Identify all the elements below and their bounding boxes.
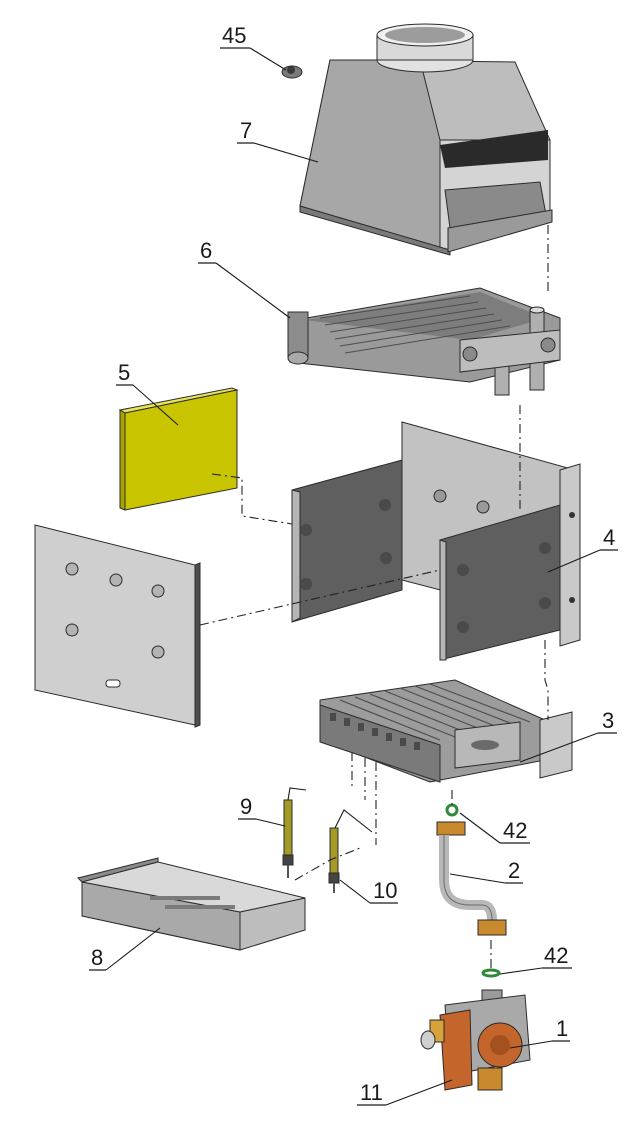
callout-2: 2 bbox=[449, 858, 523, 884]
callout-1: 1 bbox=[509, 1016, 570, 1049]
flue-hood-part-7 bbox=[299, 23, 553, 256]
callout-3: 3 bbox=[519, 708, 617, 763]
burner-part-3 bbox=[319, 679, 573, 783]
svg-text:8: 8 bbox=[91, 945, 103, 970]
callout-42-top: 42 bbox=[459, 812, 530, 844]
ionisation-electrode-part-10 bbox=[328, 809, 373, 893]
heat-exchanger-part-6 bbox=[287, 287, 561, 396]
svg-text:11: 11 bbox=[360, 1080, 383, 1105]
svg-text:2: 2 bbox=[508, 858, 520, 883]
callout-42-bottom: 42 bbox=[499, 943, 572, 975]
callout-45: 45 bbox=[220, 23, 287, 71]
svg-text:1: 1 bbox=[556, 1016, 568, 1041]
thermostat-part-45 bbox=[281, 65, 303, 79]
callout-5: 5 bbox=[116, 360, 179, 426]
gas-pipe-part-2 bbox=[436, 803, 507, 936]
callout-11: 11 bbox=[357, 1079, 453, 1106]
assembly-centerlines bbox=[199, 225, 549, 968]
insulation-panel-part-5 bbox=[118, 387, 239, 511]
svg-text:4: 4 bbox=[603, 525, 615, 550]
svg-text:7: 7 bbox=[240, 118, 252, 143]
svg-text:9: 9 bbox=[240, 794, 252, 819]
callout-8: 8 bbox=[89, 927, 161, 971]
gas-valve-part-1 bbox=[420, 968, 531, 1091]
callout-10: 10 bbox=[339, 878, 398, 904]
svg-text:6: 6 bbox=[200, 238, 212, 263]
svg-text:42: 42 bbox=[503, 818, 527, 843]
svg-text:3: 3 bbox=[602, 708, 614, 733]
combustion-chamber-part-4 bbox=[291, 421, 581, 661]
svg-text:10: 10 bbox=[373, 878, 397, 903]
svg-text:42: 42 bbox=[544, 943, 568, 968]
callout-7: 7 bbox=[237, 118, 319, 163]
callout-9: 9 bbox=[238, 794, 286, 827]
ignition-electrode-part-9 bbox=[282, 787, 307, 878]
back-panel bbox=[34, 524, 201, 728]
svg-text:45: 45 bbox=[222, 23, 246, 48]
callout-4: 4 bbox=[547, 525, 618, 573]
bottom-tray-part-8 bbox=[77, 857, 306, 951]
callout-6: 6 bbox=[198, 238, 291, 319]
svg-text:5: 5 bbox=[118, 360, 130, 385]
